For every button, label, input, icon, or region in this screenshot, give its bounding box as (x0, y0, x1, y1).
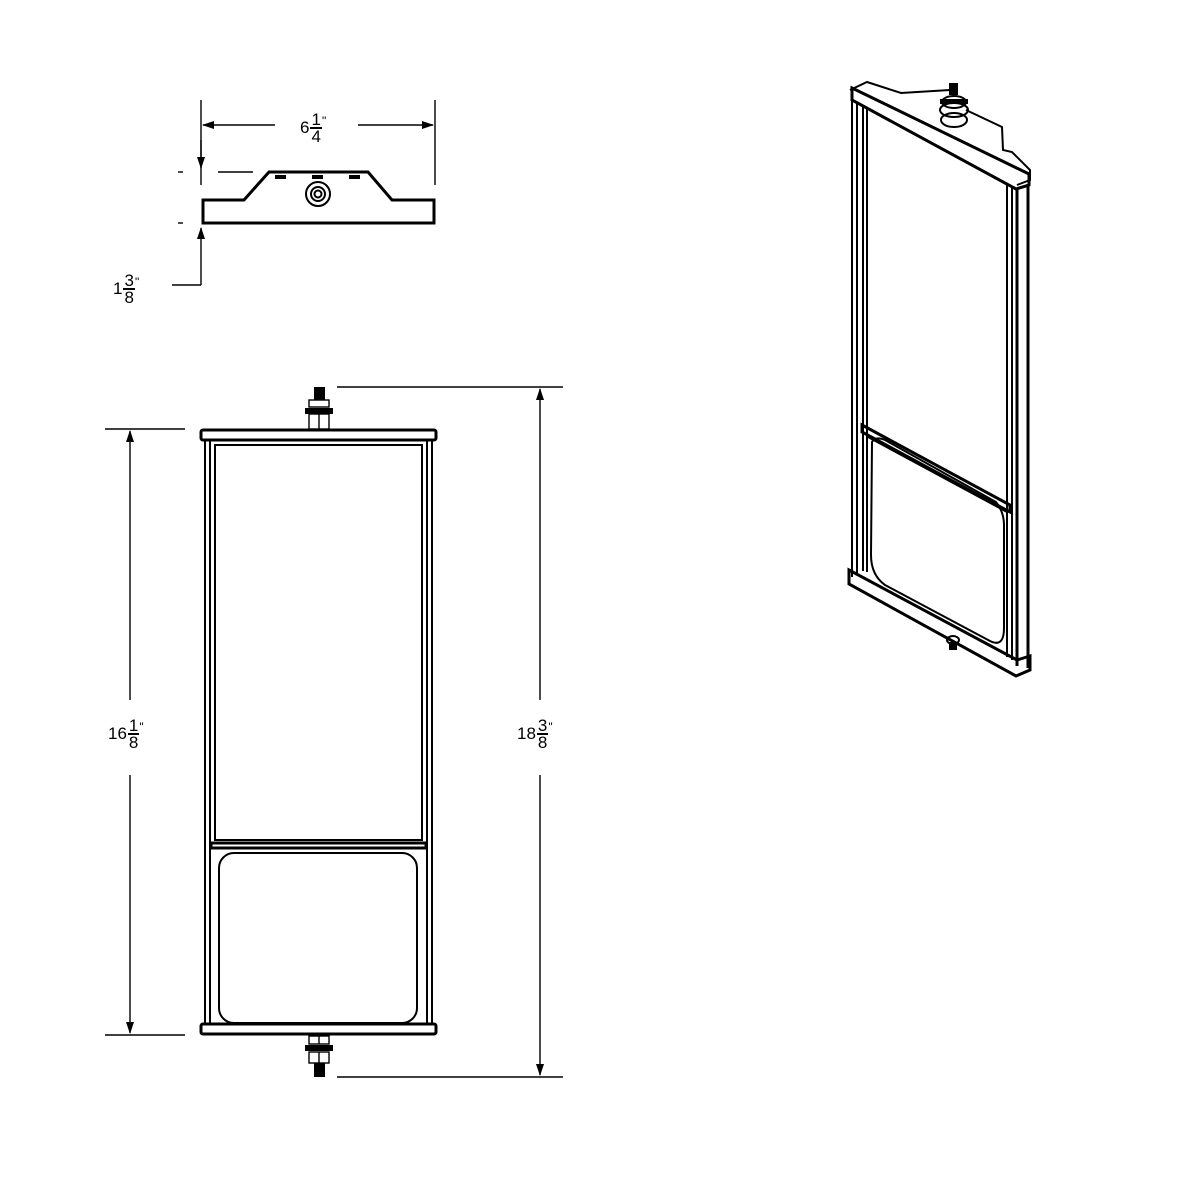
overall-height-denominator: 8 (537, 733, 548, 752)
width-denominator: 4 (311, 127, 321, 146)
overall-height-numerator: 3 (536, 716, 549, 735)
depth-denominator: 8 (124, 288, 134, 307)
width-dimension-label: 6 1 4 " (300, 110, 327, 146)
depth-unit: " (134, 275, 140, 289)
body-height-whole: 16 (108, 724, 127, 743)
overall-height-whole: 18 (517, 724, 536, 743)
body-height-fraction: 1 8 (127, 716, 140, 752)
body-height-denominator: 8 (128, 733, 139, 752)
depth-dimension-label: 1 3 8 " (113, 271, 140, 307)
overall-height-unit: " (548, 720, 553, 734)
top-view (172, 100, 436, 286)
body-height-numerator: 1 (127, 716, 140, 735)
width-fraction: 1 4 (310, 110, 322, 146)
front-view (105, 386, 563, 1078)
depth-fraction: 3 8 (123, 271, 135, 307)
depth-whole: 1 (113, 279, 123, 298)
width-unit: " (321, 114, 327, 128)
width-numerator: 1 (310, 110, 322, 129)
isometric-view (847, 80, 1032, 678)
overall-height-dimension-label: 18 3 8 " (517, 716, 553, 752)
overall-height-fraction: 3 8 (536, 716, 549, 752)
depth-numerator: 3 (123, 271, 135, 290)
width-whole: 6 (300, 118, 310, 137)
body-height-unit: " (139, 720, 144, 734)
body-height-dimension-label: 16 1 8 " (108, 716, 144, 752)
